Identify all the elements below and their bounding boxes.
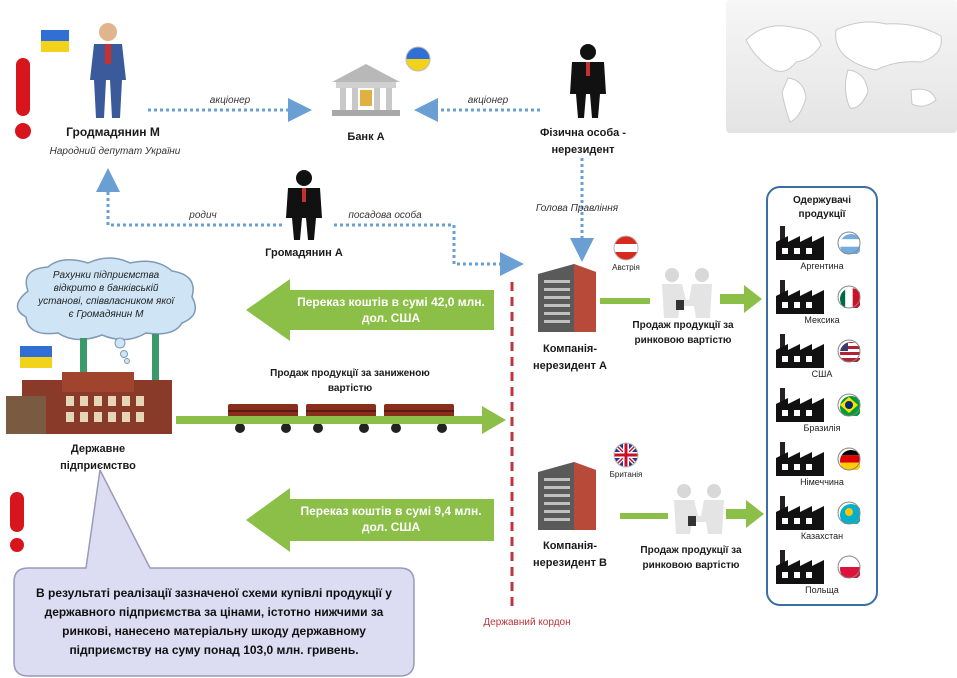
shareholder-label-left: акціонер xyxy=(209,95,251,106)
company-a-arrow xyxy=(600,298,650,304)
recipient-country-label: Німеччина xyxy=(800,477,844,487)
factory-icon xyxy=(776,226,824,260)
recipient-item: Польща xyxy=(774,548,870,600)
state-enterprise-label: Державне підприємство xyxy=(60,443,136,472)
official-arrow xyxy=(334,223,524,276)
state-border-label: Державний кордон xyxy=(483,617,571,628)
sale-arrow-low xyxy=(176,406,506,434)
relative-arrow xyxy=(96,168,282,227)
handshake-icon xyxy=(652,266,722,318)
austria-label: Австрія xyxy=(612,263,640,272)
bank-building-icon xyxy=(330,62,402,118)
bank-label: Банк А xyxy=(347,131,385,143)
ukraine-flag-icon xyxy=(41,30,69,52)
recipient-item: Мексика xyxy=(774,278,870,330)
office-building-icon xyxy=(534,260,600,334)
sale-low-price-label: Продаж продукції за заниженою вартістю xyxy=(270,368,430,394)
relative-label: родич xyxy=(189,210,217,221)
office-building-icon xyxy=(534,458,600,532)
country-flag-icon xyxy=(837,339,861,363)
recipient-country-label: Бразилія xyxy=(803,423,841,433)
shareholder-label-right: акціонер xyxy=(467,95,509,106)
alert-icon xyxy=(6,492,28,554)
cloud-callout: Рахунки підприємства відкрито в банківсь… xyxy=(6,255,202,365)
country-flag-icon xyxy=(837,501,861,525)
country-flag-icon xyxy=(837,447,861,471)
conclusion-text: В результаті реалізації зазначеної схеми… xyxy=(36,586,392,657)
country-flag-icon xyxy=(837,231,861,255)
recipient-country-label: США xyxy=(811,369,833,379)
recipient-item: Казахстан xyxy=(774,494,870,546)
transfer-arrow-1 xyxy=(246,279,494,341)
country-flag-icon xyxy=(837,555,861,579)
austria-flag-icon xyxy=(613,235,639,261)
citizen-a-label: Громадянин А xyxy=(265,247,343,259)
transfer-text-2: Переказ коштів в сумі 9,4 млн. дол. США xyxy=(300,504,482,534)
recipient-country-label: Аргентина xyxy=(800,261,844,271)
world-map-image xyxy=(726,0,957,133)
chairman-label: Голова Правління xyxy=(535,203,619,214)
recipients-title: Одержувачі продукції xyxy=(793,195,851,220)
sale-market-a-label: Продаж продукції за ринковою вартістю xyxy=(632,320,734,346)
country-flag-icon xyxy=(837,285,861,309)
factory-icon xyxy=(776,496,824,530)
country-flag-icon xyxy=(837,393,861,417)
uk-flag-icon xyxy=(613,442,639,468)
sale-market-b-label: Продаж продукції за ринковою вартістю xyxy=(640,545,742,571)
handshake-b-arrow xyxy=(726,500,764,528)
citizen-m-name: Гродмадянин М xyxy=(66,125,160,139)
handshake-icon xyxy=(664,482,734,534)
cloud-text: Рахунки підприємства відкрито в банківсь… xyxy=(38,270,174,320)
citizen-m-title: Народний депутат України xyxy=(49,146,181,157)
transfer-arrow-2 xyxy=(246,488,494,552)
factory-icon xyxy=(776,388,824,422)
factory-icon xyxy=(776,334,824,368)
recipient-country-label: Польща xyxy=(805,585,839,595)
recipient-item: США xyxy=(774,332,870,384)
nonresident-label: Фізична особа - нерезидент xyxy=(540,127,626,156)
citizen-m-figure-icon xyxy=(86,20,130,120)
recipient-item: Німеччина xyxy=(774,440,870,492)
recipient-item: Аргентина xyxy=(774,224,870,276)
handshake-a-arrow xyxy=(720,285,762,313)
ukraine-round-flag-icon xyxy=(405,46,431,72)
transfer-text-1: Переказ коштів в сумі 42,0 млн. дол. США xyxy=(297,295,485,325)
britain-label: Британія xyxy=(609,470,643,479)
company-a-label: Компанія-нерезидент А xyxy=(533,343,607,372)
ukraine-flag-icon xyxy=(20,346,52,368)
recipient-country-label: Казахстан xyxy=(800,531,844,541)
conclusion-box: В результаті реалізації зазначеної схеми… xyxy=(0,470,480,678)
citizen-a-figure-icon xyxy=(284,168,324,240)
company-b-arrow xyxy=(620,513,668,519)
recipient-country-label: Мексика xyxy=(804,315,840,325)
official-label: посадова особа xyxy=(348,210,422,221)
factory-icon xyxy=(776,442,824,476)
recipient-item: Бразилія xyxy=(774,386,870,438)
company-b-label: Компанія-нерезидент В xyxy=(533,540,607,569)
factory-icon xyxy=(776,280,824,314)
factory-icon xyxy=(6,332,176,436)
factory-icon xyxy=(776,550,824,584)
alert-icon xyxy=(12,58,34,142)
nonresident-figure-icon xyxy=(568,42,608,118)
